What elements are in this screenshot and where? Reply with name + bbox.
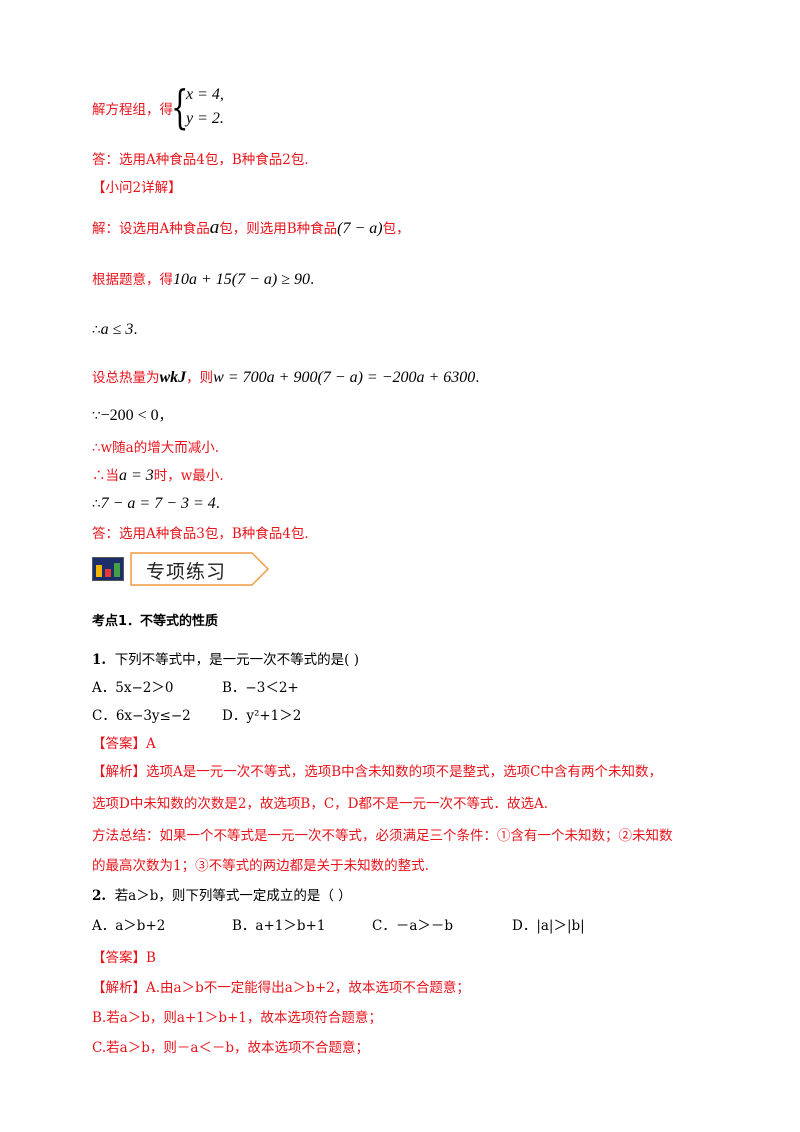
therefore-symbol: ∴ [92, 322, 101, 338]
banner-arrow-box [130, 552, 270, 586]
because-expr: −200 < 0 [100, 407, 159, 424]
setup-var: a [209, 217, 220, 238]
banner-title: 专项练习 [146, 561, 227, 583]
q1-explanation-2: 选项D中未知数的次数是2，故选项B，C，D都不是一元一次不等式．故选A. [92, 796, 549, 812]
q1-option-b[interactable]: B．−3＜2+ [222, 680, 299, 696]
solve-prefix: 解方程组，得 [92, 102, 173, 118]
q1-option-c[interactable]: C．6x−3y≤−2 [92, 708, 191, 724]
topic-heading: 考点1．不等式的性质 [92, 614, 219, 629]
q1-option-a[interactable]: A．5x−2＞0 [92, 680, 174, 696]
q1-method-2: 的最高次数为1；③不等式的两边都是关于未知数的整式. [92, 858, 429, 874]
inequality-text: 根据题意，得 [92, 272, 173, 288]
setup-text-c: 包， [382, 221, 410, 237]
therefore-expr: a ≤ 3 [100, 321, 134, 338]
heat-text-b: ，则 [186, 370, 214, 386]
system-brace: { [171, 80, 189, 134]
section-banner: 专项练习 [92, 552, 272, 586]
because-symbol: ∵ [92, 408, 101, 424]
inequality-end: . [310, 272, 315, 288]
abacus-icon [92, 557, 124, 581]
q1-options-row-1: A．5x−2＞0 B．−3＜2+ [92, 678, 299, 698]
q1-option-d[interactable]: D．y²+1＞2 [222, 708, 302, 724]
calc-line: ∴7 − a = 7 − 3 = 4. [92, 494, 220, 514]
q1-stem: 下列不等式中，是一元一次不等式的是( ) [114, 652, 360, 668]
total-heat-line: 设总热量为wkJ，则w = 700a + 900(7 − a) = −200a … [92, 368, 480, 388]
q1-explanation-1: 【解析】选项A是一元一次不等式，选项B中含未知数的项不是整式，选项C中含有两个未… [92, 764, 662, 780]
q2-number: 2. [92, 888, 107, 904]
setup-text-b: 包，则选用B种食品 [219, 221, 338, 237]
when-expr: a = 3 [119, 467, 154, 484]
q2-explanation-2: B.若a＞b，则a+1＞b+1，故本选项符合题意； [92, 1010, 382, 1026]
q2-answer: 【答案】B [92, 950, 156, 966]
heat-end: . [475, 370, 480, 386]
q1-answer: 【答案】A [92, 736, 156, 752]
inequality-line: 根据题意，得10a + 15(7 − a) ≥ 90. [92, 270, 314, 290]
calc-expr: 7 − a = 7 − 3 = 4 [100, 495, 216, 512]
inequality-expr: 10a + 15(7 − a) ≥ 90 [173, 271, 311, 288]
setup-expr: (7 − a) [337, 220, 383, 237]
sub-question-2-heading: 【小问2详解】 [92, 180, 182, 196]
q2-options-row: A．a＞b+2 B．a+1＞b+1 C．－a＞－b D．|a|＞|b| [92, 916, 585, 936]
q1-number: 1. [92, 652, 107, 668]
because-end: ， [158, 408, 173, 424]
when-text-b: 时，w最小. [153, 468, 224, 484]
solution-setup-line: 解：设选用A种食品a包，则选用B种食品(7 − a)包， [92, 218, 410, 239]
q2-stem: 若a＞b，则下列等式一定成立的是（ ） [114, 888, 352, 904]
q2-option-b[interactable]: B．a+1＞b+1 [232, 918, 326, 934]
answer-part-2: 答：选用A种食品3包，B种食品4包. [92, 526, 309, 542]
because-line: ∵−200 < 0， [92, 406, 172, 426]
when-line: ∴当a = 3时，w最小. [92, 466, 224, 486]
q1-stem-line: 1. 下列不等式中，是一元一次不等式的是( ) [92, 650, 359, 670]
therefore-line-1: ∴a ≤ 3. [92, 320, 138, 340]
heat-text-a: 设总热量为 [92, 370, 160, 386]
system-eq-1: x = 4, [186, 86, 224, 103]
calc-end: . [215, 496, 221, 512]
q2-option-c[interactable]: C．－a＞－b [372, 918, 454, 934]
setup-text-a: 解：设选用A种食品 [92, 221, 210, 237]
q2-option-a[interactable]: A．a＞b+2 [92, 918, 166, 934]
system-eq-2: y = 2. [186, 110, 224, 127]
q1-method-1: 方法总结：如果一个不等式是一元一次不等式，必须满足三个条件：①含有一个未知数；②… [92, 828, 673, 844]
when-text-a: ∴当 [92, 468, 119, 484]
q1-options-row-2: C．6x−3y≤−2 D．y²+1＞2 [92, 706, 301, 726]
q2-explanation-3: C.若a＞b，则－a＜－b，故本选项不合题意； [92, 1040, 370, 1056]
q2-explanation-1: 【解析】A.由a＞b不一定能得出a＞b+2，故本选项不合题意； [92, 980, 470, 996]
therefore-end: . [133, 322, 138, 338]
q2-option-d[interactable]: D．|a|＞|b| [512, 918, 585, 934]
answer-part-1: 答：选用A种食品4包，B种食品2包. [92, 152, 309, 168]
heat-expr: w = 700a + 900(7 − a) = −200a + 6300 [213, 369, 476, 386]
heat-unit: wkJ [159, 369, 187, 386]
decrease-line: ∴w随a的增大而减小. [92, 440, 219, 456]
calc-symbol: ∴ [92, 496, 101, 512]
q2-stem-line: 2. 若a＞b，则下列等式一定成立的是（ ） [92, 886, 352, 906]
